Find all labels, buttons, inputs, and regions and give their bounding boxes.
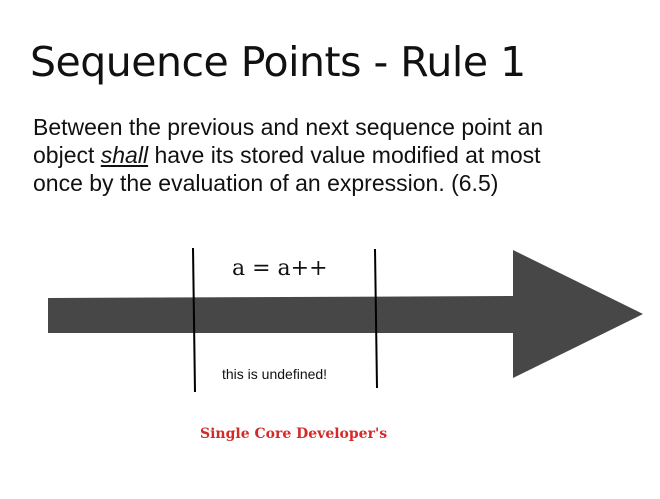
rule-line-3: once by the evaluation of an expression.… [33, 170, 499, 196]
slide-title: Sequence Points - Rule 1 [30, 38, 526, 86]
sequence-point-marker-right [374, 248, 378, 389]
rule-line-2-prefix: object [33, 142, 101, 168]
sequence-point-marker-left [192, 247, 196, 393]
watermark-credit: Single Core Developer's [200, 426, 388, 442]
expression-label: a = a++ [232, 256, 328, 281]
timeline-arrow-icon [48, 250, 643, 378]
rule-description: Between the previous and next sequence p… [33, 113, 653, 197]
rule-line-2-suffix: have its stored value modified at most [148, 142, 541, 168]
emphasis-shall: shall [100, 142, 149, 168]
rule-line-1: Between the previous and next sequence p… [33, 114, 544, 140]
undefined-note: this is undefined! [222, 366, 328, 382]
